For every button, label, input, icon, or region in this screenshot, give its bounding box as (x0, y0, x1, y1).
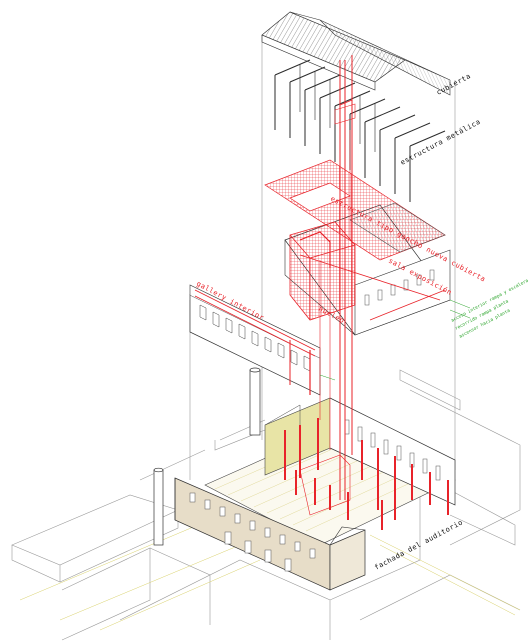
ground-floor-columns (284, 418, 449, 530)
chimney-right (249, 367, 261, 436)
gable-roof (261, 11, 451, 96)
green-note-1: acceso interior rampa y escalera (450, 278, 528, 324)
ground-yellow-lines (19, 519, 521, 631)
base-building (174, 397, 456, 591)
label-estructura-metalica: estructura metálica (399, 118, 482, 167)
gallery-interior-panel (189, 284, 321, 396)
red-vertical-runs (319, 55, 353, 500)
ground-core (299, 454, 351, 516)
metal-trusses (274, 59, 446, 202)
roof-slab (264, 159, 446, 261)
chimney-left (153, 467, 164, 546)
